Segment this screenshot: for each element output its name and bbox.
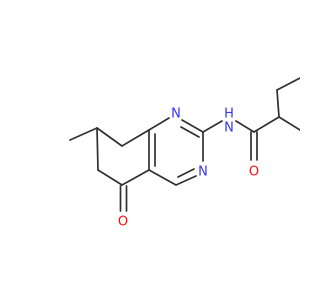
atom-o-amide: O [249, 165, 259, 180]
bonds [69, 77, 300, 212]
atom-n-bottom: N [198, 165, 208, 180]
bond-ethyl1-end [276, 77, 300, 91]
bond-n3-c4 [175, 175, 197, 186]
atom-n-top: N [171, 107, 181, 122]
bond-n1-c2-inner [180, 126, 200, 138]
bond-co-ch [253, 116, 280, 133]
bond-nh-co [235, 120, 255, 133]
bond-c8-c8a [121, 129, 150, 147]
bond-n3-c4-inner [177, 168, 195, 178]
bond-c7-c6 [96, 127, 99, 171]
bond-c6-c5 [97, 169, 123, 186]
atom-o-ketone: O [118, 215, 128, 230]
bond-methyl [69, 127, 98, 141]
atom-labels: N N N H O O [118, 107, 259, 230]
atom-nh-n: N [224, 121, 234, 136]
bond-ch-ethyl1 [276, 89, 280, 118]
atom-nh-h: H [224, 107, 234, 122]
molecule-structure: N N N H O O [69, 77, 300, 230]
bond-n1-c2 [181, 119, 204, 133]
bond-c5-c4a [121, 169, 150, 186]
bond-c4-c4a [148, 169, 177, 186]
bond-c2-nh [202, 120, 223, 133]
bond-ch-ethyl2 [278, 116, 300, 131]
bond-c8a-n1 [148, 117, 170, 131]
bond-c7-c8 [96, 127, 123, 147]
